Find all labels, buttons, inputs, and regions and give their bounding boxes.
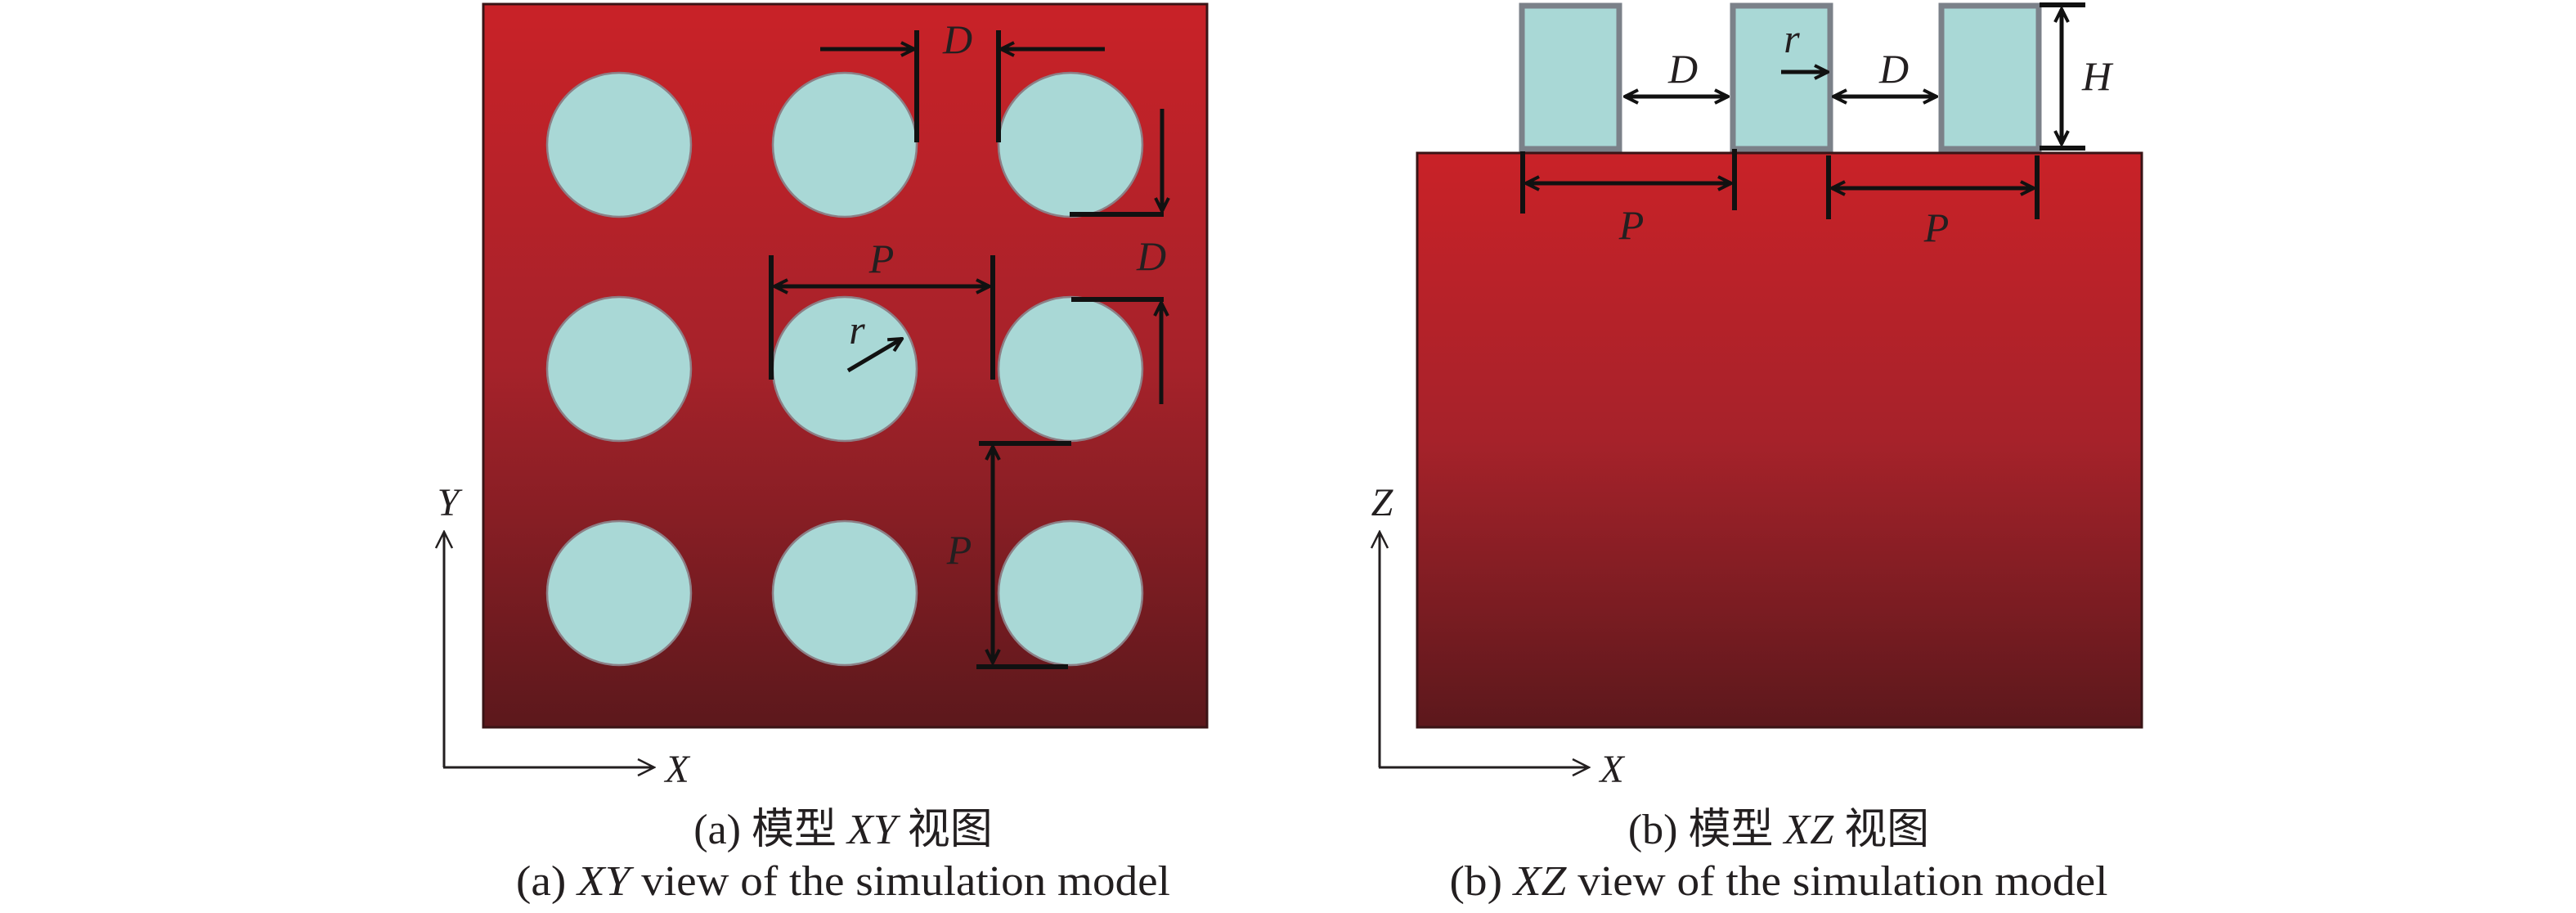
- caption-b-en-axes: XZ: [1512, 858, 1568, 905]
- label-p-vertical: P: [946, 527, 972, 573]
- caption-b-en-suffix: view of the simulation model: [1566, 858, 2107, 905]
- xy-annotations: [769, 30, 1164, 669]
- label-h: H: [2081, 53, 2114, 99]
- pillar-circle: [545, 295, 693, 443]
- xy-labels: D P D r P: [849, 16, 1166, 573]
- pillar-rect: [1730, 2, 1833, 152]
- panel-b-xz-view: D D r H P P Z X (b) 模型 XZ 视图 (b) XZ view…: [1371, 2, 2143, 905]
- label-r: r: [849, 307, 865, 353]
- pillar-circle: [997, 295, 1144, 443]
- caption-a-en-prefix: (a): [516, 858, 577, 905]
- caption-b-cn-axes: XZ: [1782, 807, 1834, 853]
- panel-a-xy-view: D P D r P Y X (a) 模型 XY 视图 (a) XY view o…: [438, 2, 1209, 905]
- label-r-xz: r: [1784, 16, 1800, 61]
- pillar-circle: [545, 71, 693, 218]
- axis-label-z: Z: [1371, 481, 1394, 524]
- pillar-circle: [771, 519, 918, 667]
- caption-a-en-axes: XY: [576, 858, 635, 905]
- xz-annotations: [1520, 2, 2085, 219]
- label-p-horizontal: P: [868, 236, 895, 281]
- caption-a-cn-suffix: 视图: [897, 807, 993, 853]
- r-arrow: [846, 339, 902, 373]
- xz-substrate: [1416, 151, 2143, 729]
- caption-a-cn-prefix: (a) 模型: [693, 807, 847, 853]
- xz-labels: D D r H P P: [1618, 16, 2114, 250]
- caption-b-cn-suffix: 视图: [1833, 807, 1929, 853]
- label-d-right: D: [1136, 233, 1166, 279]
- axis-label-x: X: [663, 748, 690, 791]
- caption-a-cn: (a) 模型 XY 视图: [693, 807, 992, 853]
- xz-axes: [1379, 532, 1589, 767]
- pillar-circle: [545, 519, 693, 667]
- caption-a-en: (a) XY view of the simulation model: [516, 858, 1170, 905]
- pillar-circle: [997, 519, 1144, 667]
- pillar-circle: [997, 71, 1144, 218]
- caption-a-cn-axes: XY: [846, 807, 901, 853]
- pillar-rect: [1519, 2, 1622, 152]
- axis-label-y: Y: [438, 481, 463, 524]
- caption-b-en-prefix: (b): [1450, 858, 1514, 905]
- axis-label-x-xz: X: [1598, 748, 1625, 791]
- label-d-left: D: [1667, 46, 1698, 92]
- pillar-circle: [771, 71, 918, 218]
- caption-b-en: (b) XZ view of the simulation model: [1450, 858, 2108, 905]
- xy-axes: [443, 532, 654, 767]
- caption-a-en-suffix: view of the simulation model: [630, 858, 1170, 905]
- caption-b-cn: (b) 模型 XZ 视图: [1628, 807, 1929, 853]
- caption-b-cn-prefix: (b) 模型: [1628, 807, 1784, 853]
- label-d-right-xz: D: [1878, 46, 1909, 92]
- pillar-circle: [771, 295, 918, 443]
- pillar-rect: [1938, 2, 2042, 152]
- label-d-top: D: [942, 16, 972, 62]
- xy-pillar-grid: [545, 71, 1144, 667]
- label-p-right: P: [1923, 205, 1950, 250]
- label-p-left: P: [1618, 202, 1645, 248]
- xz-pillars: [1519, 2, 2042, 152]
